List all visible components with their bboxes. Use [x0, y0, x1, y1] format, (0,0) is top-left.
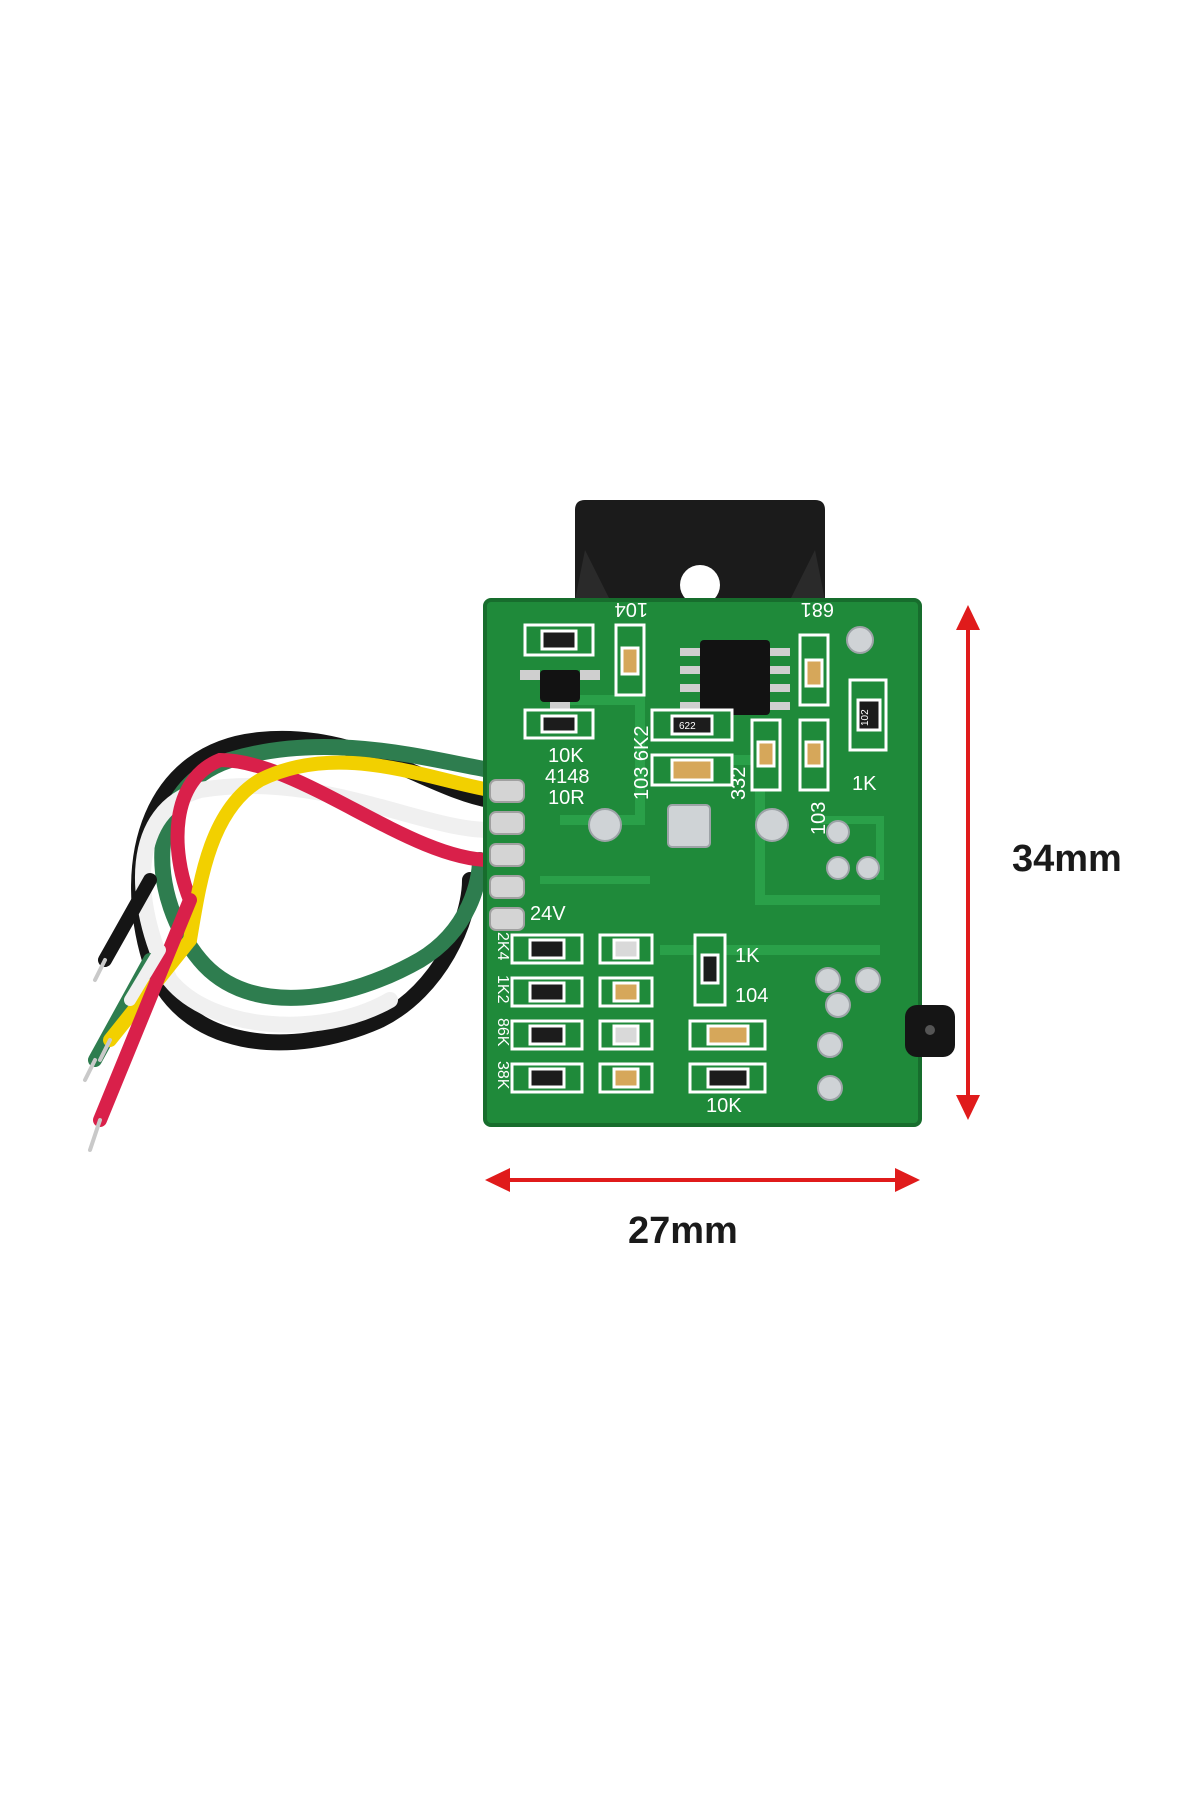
label-r86k: 86K: [494, 1018, 511, 1047]
smd-components: [510, 623, 888, 1094]
label-r1k-mid: 1K: [735, 945, 760, 967]
dimension-width-arrow: [485, 1168, 920, 1192]
wire-lead-red: [93, 893, 197, 1127]
label-r1k2: 1K2: [494, 975, 511, 1004]
dimension-height-arrow: [956, 605, 980, 1120]
heatsink-tab: [575, 500, 825, 605]
wire-red-loop: [170, 752, 497, 907]
indicator-led: [905, 1005, 955, 1057]
dimension-width-label: 27mm: [628, 1210, 738, 1252]
label-d4148: 4148: [545, 766, 590, 788]
label-r103-6k2: 103 6K2: [631, 725, 653, 800]
heatsink-mount-hole: [680, 565, 720, 605]
label-c104-mid: 104: [735, 985, 768, 1007]
wire-yellow-loop: [183, 755, 497, 947]
label-r681: 681: [801, 598, 834, 620]
ic-sop8: [680, 640, 790, 715]
label-c332: 332: [728, 767, 750, 800]
label-r38k: 38K: [494, 1061, 511, 1090]
chip-mark-102: 102: [860, 709, 871, 726]
label-r103-right: 103: [808, 802, 830, 835]
wire-bundle: [83, 730, 498, 1152]
wire-lead-black: [98, 873, 157, 967]
label-24v: 24V: [530, 903, 566, 925]
label-r10k-bottom: 10K: [706, 1095, 742, 1117]
label-c104-top: 104: [615, 598, 648, 620]
wire-pads: [489, 779, 525, 931]
label-r2k4: 2K4: [494, 932, 511, 961]
wire-white: [134, 778, 498, 1033]
power-pad: [667, 804, 711, 848]
wire-lead-white: [124, 944, 166, 1006]
solder-joints: [588, 626, 881, 1101]
transistor-sot23: [520, 670, 600, 712]
label-r1k-right: 1K: [852, 773, 877, 795]
label-r10r: 10R: [548, 787, 585, 809]
chip-mark-622: 622: [679, 721, 696, 732]
dimension-height-label: 34mm: [1012, 838, 1122, 880]
pcb-board: 104 681 10K 4148 10R 103 6K2 332 103 1K …: [483, 598, 922, 1127]
label-r10k-a: 10K: [548, 745, 584, 767]
